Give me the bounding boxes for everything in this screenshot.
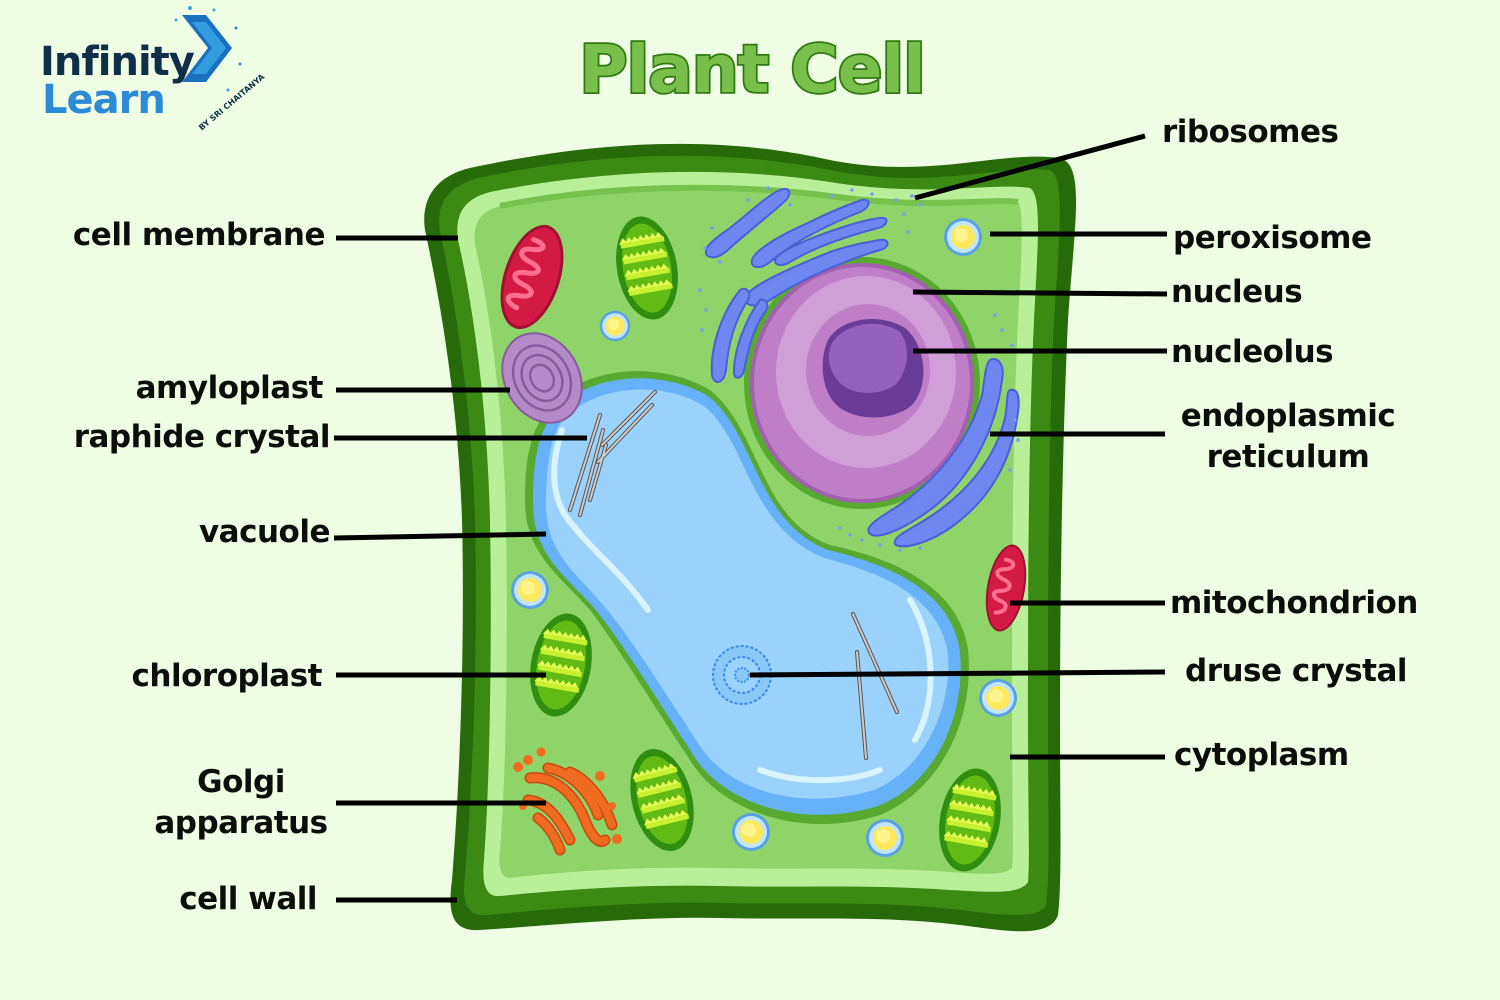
- label-golgi-line1: Golgi: [197, 764, 285, 800]
- label-chloroplast: chloroplast: [132, 658, 323, 694]
- golgi-apparatus-shape: [513, 747, 622, 856]
- peroxisome-4: [979, 679, 1017, 717]
- peroxisome-1: [944, 218, 982, 256]
- peroxisome-2: [599, 310, 631, 342]
- leader-nucleus: [912, 289, 1168, 297]
- label-raphide-crystal: raphide crystal: [74, 419, 330, 455]
- peroxisome-6: [866, 819, 904, 857]
- label-nucleus: nucleus: [1171, 274, 1302, 310]
- label-amyloplast: amyloplast: [136, 370, 324, 406]
- label-peroxisome: peroxisome: [1173, 220, 1372, 256]
- label-nucleolus: nucleolus: [1171, 334, 1333, 370]
- logo-brand-line1: Infinity: [40, 39, 195, 85]
- label-druse-crystal: druse crystal: [1185, 653, 1407, 689]
- leader-ribosomes: [914, 133, 1146, 201]
- label-mitochondrion: mitochondrion: [1170, 585, 1418, 621]
- label-cytoplasm: cytoplasm: [1174, 737, 1349, 773]
- label-er-line1: endoplasmic: [1181, 398, 1396, 434]
- vacuole-shape: [525, 371, 969, 824]
- leader-druse-crystal: [749, 669, 1166, 678]
- mitochondrion-right-shape: [985, 544, 1027, 632]
- label-cell-wall: cell wall: [179, 881, 317, 917]
- logo-byline: BY SRI CHAITANYA: [197, 72, 267, 133]
- amyloplast-shape: [501, 332, 583, 424]
- peroxisome-5: [732, 813, 770, 851]
- er-right-shape: [867, 358, 1020, 548]
- logo-brand-line2: Learn: [42, 77, 165, 123]
- label-ribosomes: ribosomes: [1162, 114, 1338, 150]
- page-title: Plant Cell: [579, 31, 925, 108]
- peroxisome-3: [511, 571, 549, 609]
- leader-lines: [333, 133, 1168, 903]
- logo-arrow-icon: [174, 6, 242, 92]
- nucleolus-shape: [822, 318, 924, 418]
- label-er-line2: reticulum: [1207, 439, 1370, 475]
- label-cell-membrane: cell membrane: [73, 217, 325, 253]
- leader-vacuole: [333, 531, 547, 541]
- label-vacuole: vacuole: [199, 514, 330, 550]
- mitochondrion-top-shape: [500, 224, 564, 330]
- label-golgi-line2: apparatus: [154, 805, 327, 841]
- infinity-learn-logo: Infinity Learn BY SRI CHAITANYA: [40, 6, 267, 132]
- er-shape: [704, 188, 889, 383]
- ribosomes-dots: [698, 186, 1020, 552]
- labels-left: cell membrane amyloplast raphide crystal…: [73, 217, 331, 917]
- labels-right: ribosomes peroxisome nucleus nucleolus e…: [1162, 114, 1418, 773]
